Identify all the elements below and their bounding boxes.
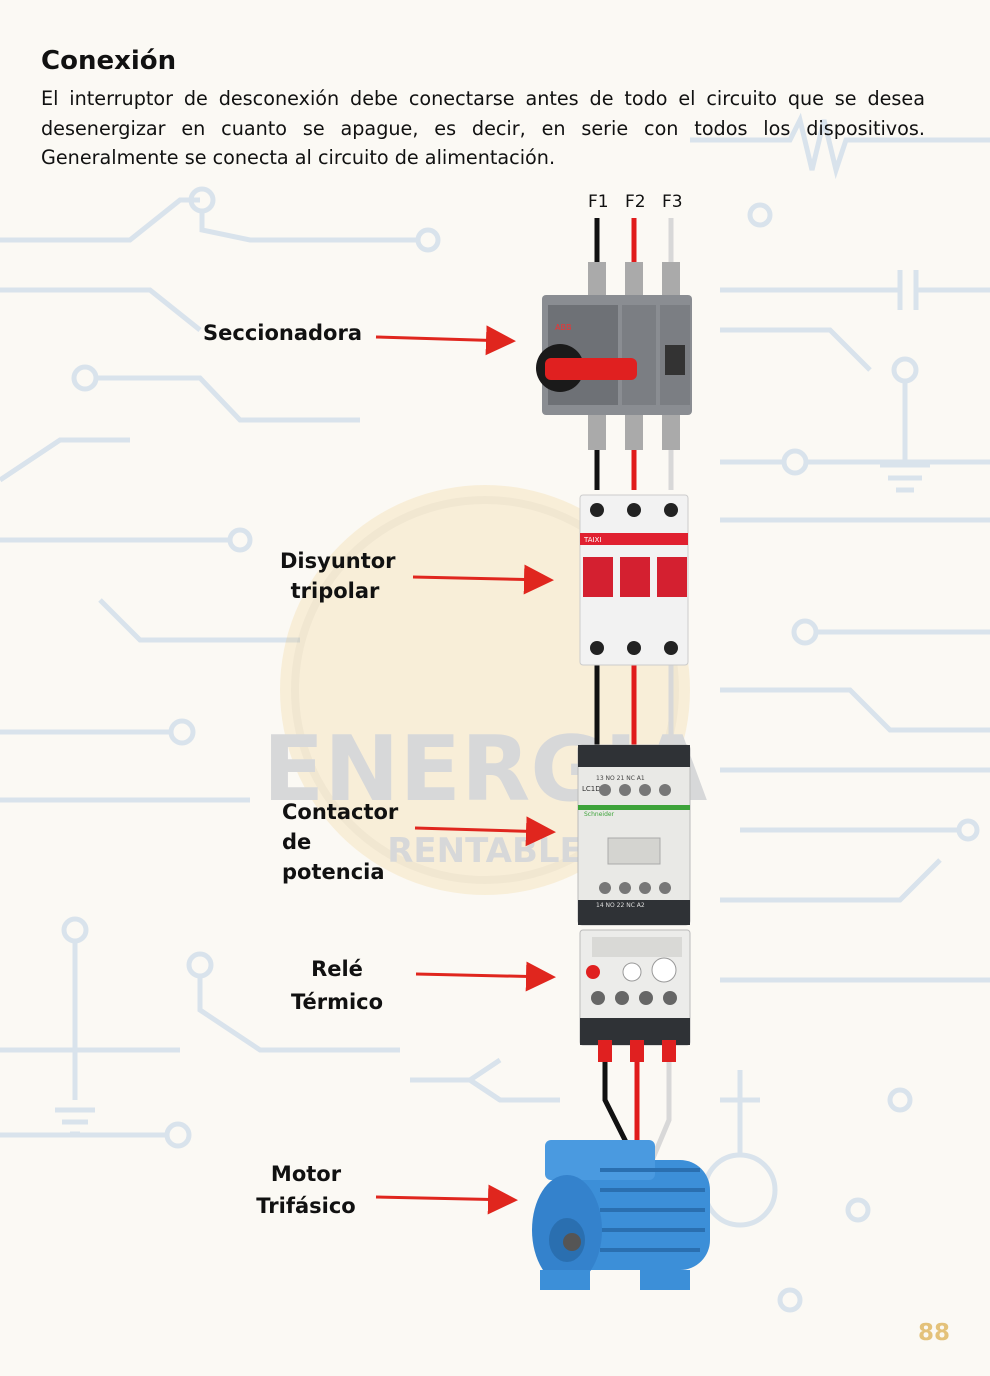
label-disyuntor-line2: tripolar [290, 579, 380, 603]
label-disyuntor-line1: Disyuntor [280, 549, 396, 573]
label-contactor-line2: de [282, 830, 312, 854]
arrow-rele [415, 961, 556, 992]
seccionadora-device: ABB [536, 262, 692, 450]
contactor-bottom-terminals: 14 NO 22 NC A2 [596, 902, 645, 909]
breaker-brand: TAIXI [583, 536, 601, 544]
label-motor-line2: Trifásico [256, 1194, 356, 1218]
breaker-device: TAIXI [579, 494, 689, 666]
page-number: 88 [918, 1320, 951, 1346]
arrow-contactor [414, 816, 556, 847]
arrow-motor [375, 1184, 518, 1215]
label-rele: Relé Térmico [288, 953, 386, 1019]
label-contactor-line1: Contactor [282, 800, 399, 824]
arrow-disyuntor [412, 564, 554, 595]
label-motor: Motor Trifásico [255, 1158, 357, 1222]
label-rele-line2: Térmico [290, 990, 384, 1014]
label-contactor: Contactor de potencia [282, 797, 398, 887]
thermal-relay-device [579, 929, 691, 1062]
label-motor-line1: Motor [270, 1162, 342, 1186]
seccionadora-brand: ABB [555, 323, 571, 332]
contactor-top-terminals: 13 NO 21 NC A1 [596, 775, 645, 782]
contactor-model: LC1D09 [582, 785, 610, 793]
intro-paragraph: El interruptor de desconexión debe conec… [41, 87, 925, 169]
motor-device [532, 1140, 710, 1290]
phase-label-f2: F2 [625, 192, 646, 212]
contactor-device: 13 NO 21 NC A1 LC1D09 Schneider 14 NO 22… [577, 744, 691, 926]
label-disyuntor: Disyuntor tripolar [280, 546, 396, 606]
section-title: Conexión [41, 46, 177, 76]
label-seccionadora: Seccionadora [203, 321, 362, 345]
phase-label-f1: F1 [588, 192, 609, 212]
phase-label-f3: F3 [662, 192, 683, 212]
arrow-seccionadora [375, 325, 516, 356]
label-contactor-line3: potencia [282, 860, 385, 884]
label-rele-line1: Relé [311, 957, 363, 981]
contactor-brand: Schneider [584, 811, 615, 818]
